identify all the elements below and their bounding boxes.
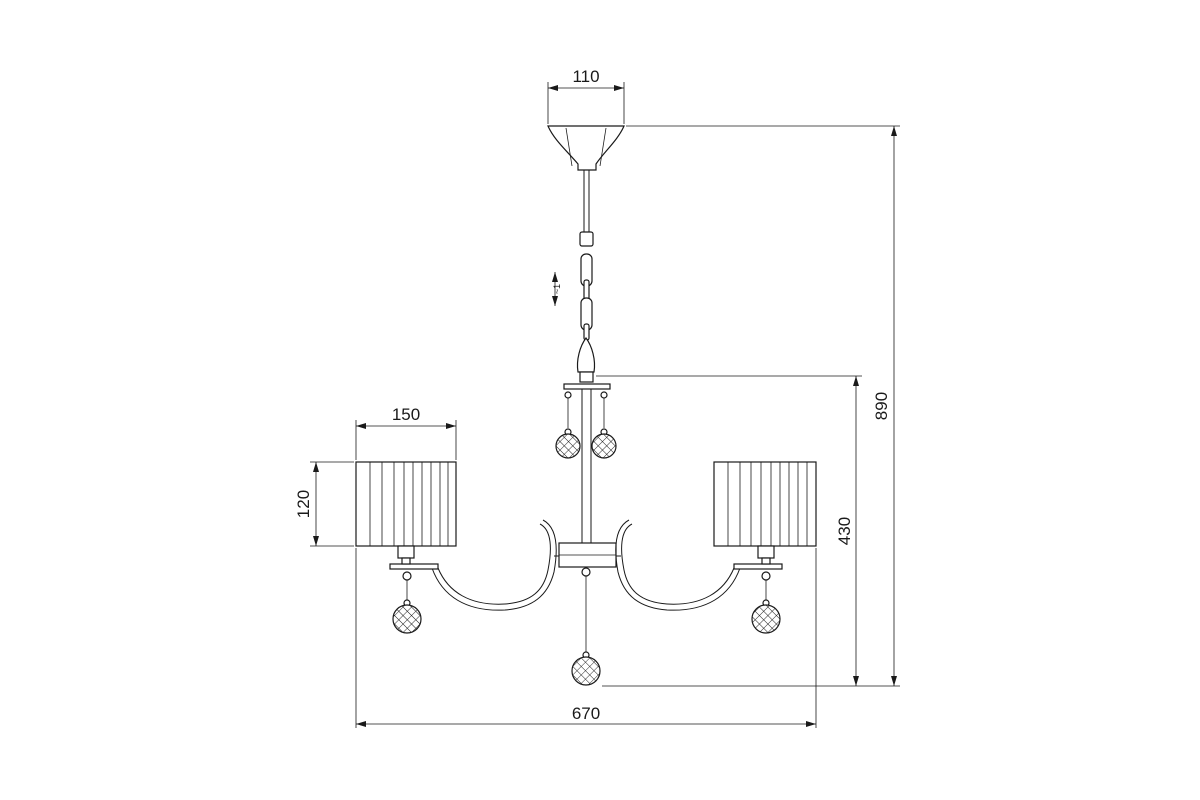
dimension-body-height: 430 [596,375,862,686]
central-column [558,383,617,568]
dimension-label-430: 430 [835,517,854,545]
chain-adjust-arrows: ~1 [552,272,562,306]
suspension-chain [576,170,596,383]
crystal-pendant-top-right [591,428,617,459]
left-lamp-shade [355,461,457,565]
dimension-label-890: 890 [872,392,891,420]
dimension-canopy-width: 110 [547,67,625,124]
dimension-total-height: 890 [602,125,900,687]
right-lamp-shade [713,461,817,565]
left-arm [389,519,559,611]
dimension-label-120: 120 [294,490,313,518]
crystal-pendant-right [751,571,781,634]
right-arm [615,519,783,611]
crystal-pendant-center [571,567,601,686]
dimension-label-150: 150 [392,405,420,424]
crystal-pendant-top-left [555,428,581,459]
dimension-label-670: 670 [572,704,600,723]
dimension-shade-height: 120 [294,461,354,547]
crystal-pendant-left [392,571,422,634]
ceiling-canopy [547,125,625,171]
chain-adjust-label: ~1 [552,284,562,294]
dimension-label-110: 110 [572,67,599,86]
dimension-shade-width: 150 [355,405,457,460]
dimension-total-width: 670 [355,548,817,728]
